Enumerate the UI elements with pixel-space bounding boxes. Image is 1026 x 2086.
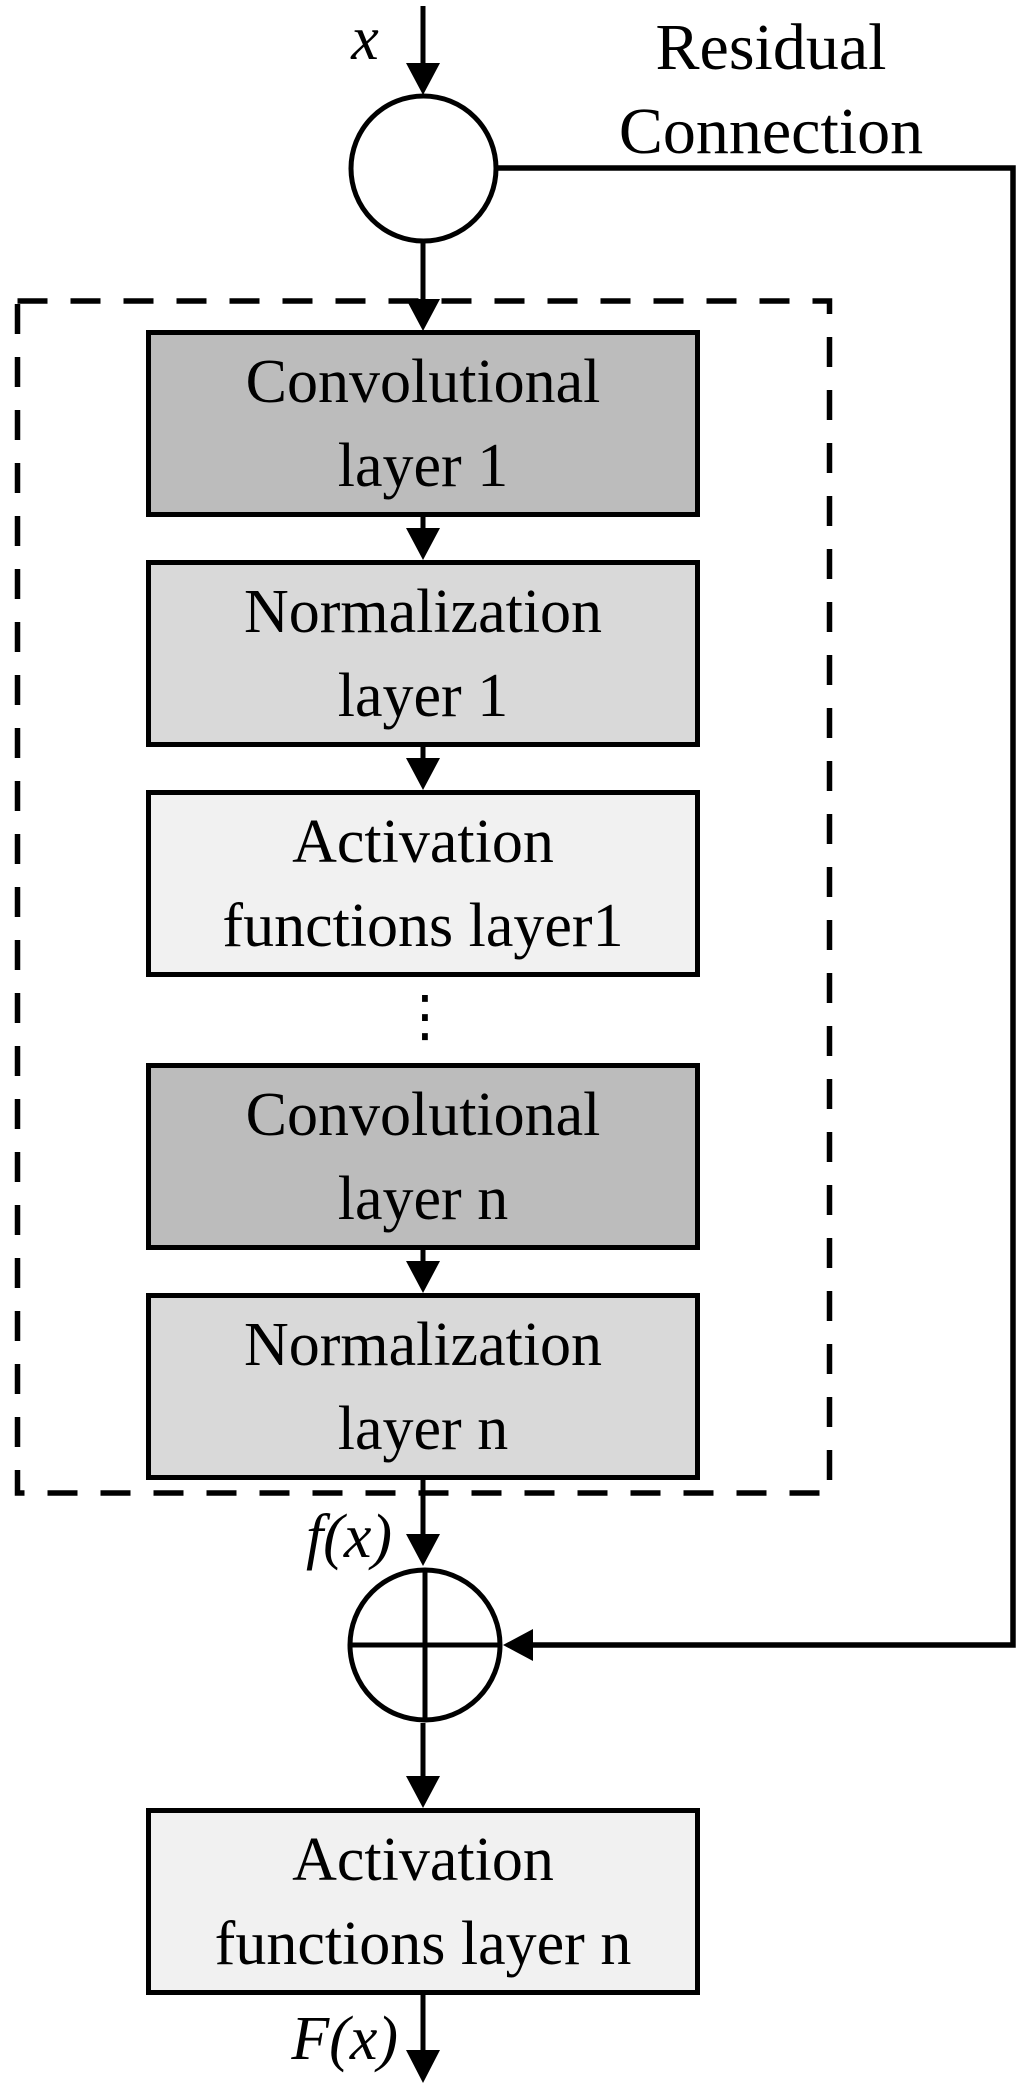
input-x-label: x (351, 5, 379, 73)
arrowhead-into-actn (406, 1776, 440, 1808)
box-activation-functions-layer-n: Activation functions layer n (146, 1808, 700, 1995)
box-normalization-layer-n: Normalization layer n (146, 1293, 700, 1480)
plus-icon (350, 1572, 500, 1718)
box-convolutional-layer-1: Convolutional layer 1 (146, 330, 700, 517)
box-convolutional-layer-n: Convolutional layer n (146, 1063, 700, 1250)
arrowhead-into-conv1 (406, 299, 440, 331)
residual-connection-line (495, 165, 1016, 1648)
arrowhead-input (406, 63, 440, 95)
box-normalization-layer-1: Normalization layer 1 (146, 560, 700, 747)
output-Fx-label: F(x) (291, 2005, 398, 2073)
box-line: layer 1 (337, 661, 509, 730)
box-line: Convolutional (245, 347, 601, 416)
arrowhead-output (406, 2050, 440, 2083)
box-line: functions layer n (214, 1909, 632, 1978)
sum-input-fx-label: f(x) (305, 1503, 392, 1571)
box-line: Normalization (243, 1310, 603, 1379)
ellipsis-dots: ⋮ (397, 984, 453, 1049)
box-activation-functions-layer-1: Activation functions layer1 (146, 790, 700, 977)
box-line: Activation (292, 1825, 554, 1894)
box-line: Activation (292, 807, 554, 876)
residual-connection-label: Residual Connection (545, 6, 997, 174)
residual-label-line2: Connection (618, 95, 924, 168)
arrowhead-into-sum (406, 1534, 440, 1566)
box-line: layer 1 (337, 431, 509, 500)
box-line: layer n (337, 1394, 509, 1463)
box-line: layer n (337, 1164, 509, 1233)
branch-circle (348, 93, 499, 244)
box-line: Convolutional (245, 1080, 601, 1149)
arrowhead-residual-into-sum (503, 1629, 533, 1661)
residual-label-line1: Residual (655, 11, 887, 84)
arrowhead-into-act1 (406, 758, 440, 790)
sum-circle (347, 1567, 503, 1723)
box-line: functions layer1 (222, 891, 624, 960)
box-line: Normalization (243, 577, 603, 646)
arrowhead-into-norm1 (406, 528, 440, 560)
arrowhead-into-normn (406, 1261, 440, 1293)
